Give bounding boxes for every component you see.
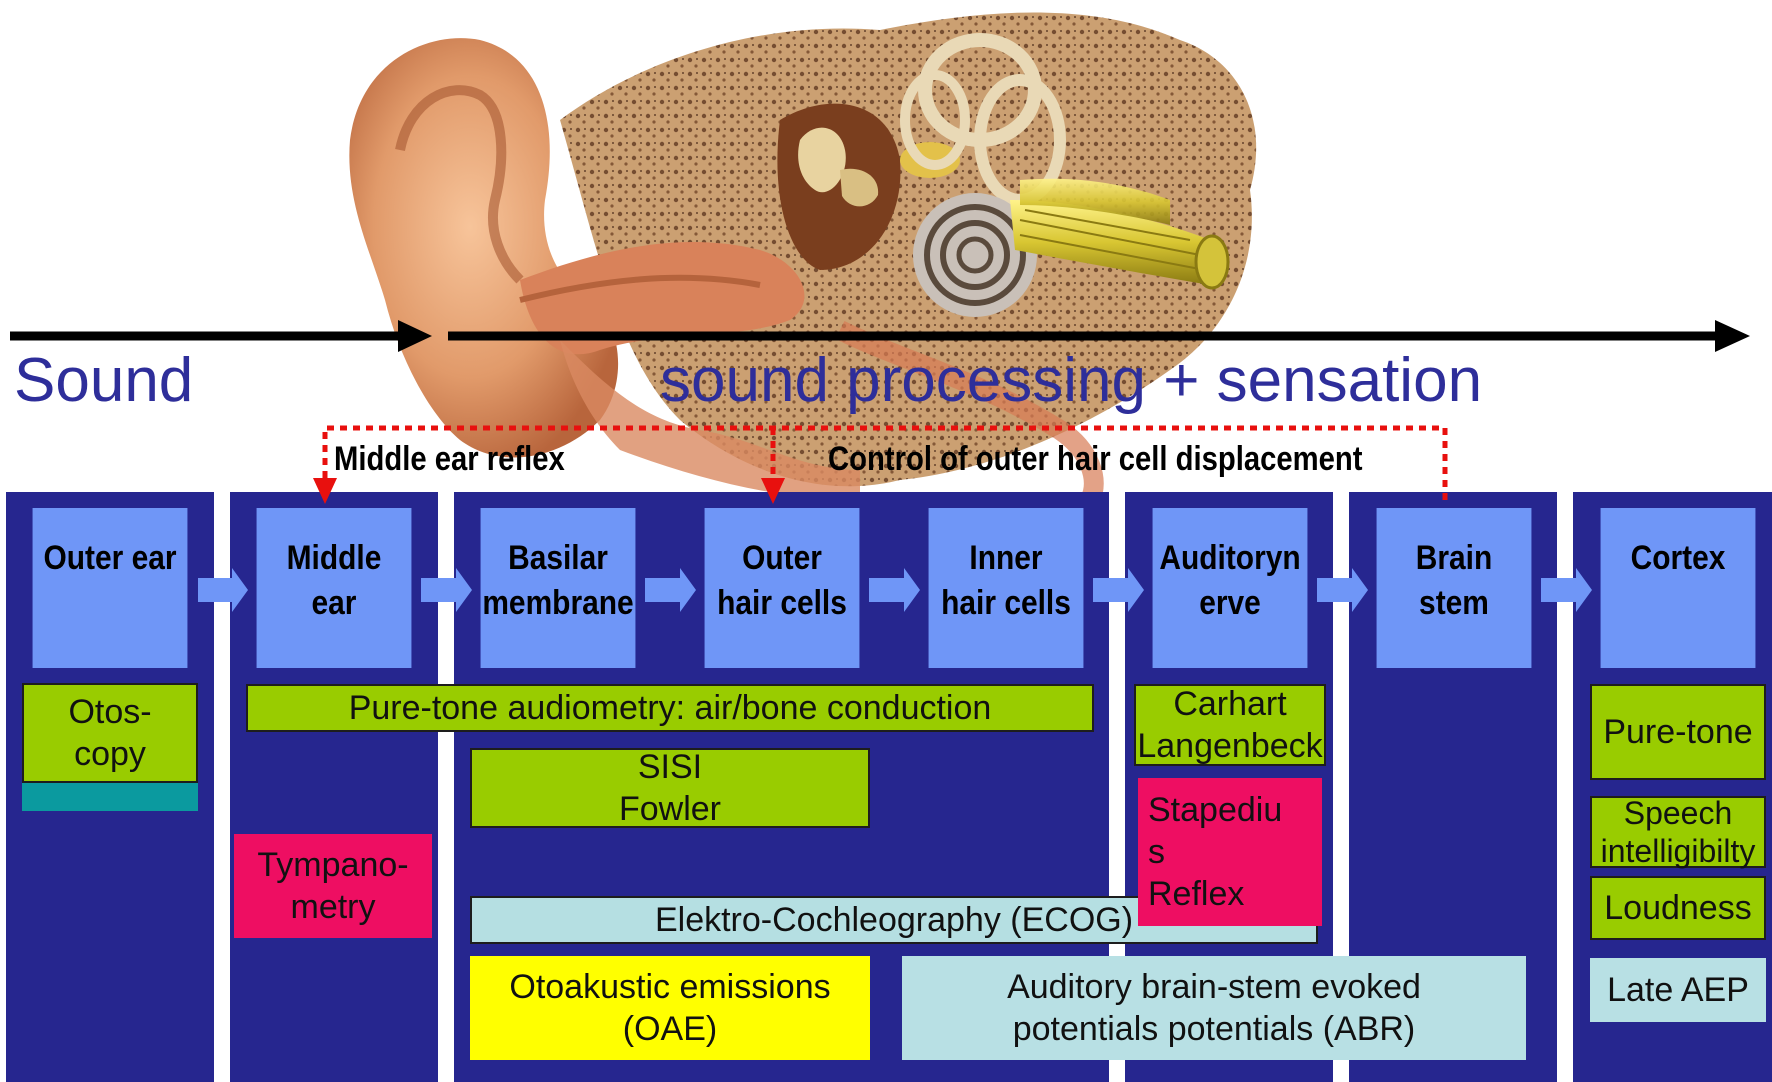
stage-basilar-membrane: Basilar membrane xyxy=(480,508,636,668)
test-carhart-langenbeck: Carhart Langenbeck xyxy=(1134,684,1326,766)
otoscopy-underbar xyxy=(22,783,198,811)
stage-auditory-nerve: Auditoryn erve xyxy=(1152,508,1308,668)
test-speech-intelligibility: Speech intelligibilty xyxy=(1590,795,1766,869)
test-loudness: Loudness xyxy=(1590,876,1766,940)
test-otoscopy: Otos- copy xyxy=(22,683,198,783)
feedback-loops xyxy=(313,425,1448,506)
middle-ear-reflex-arrowhead xyxy=(313,478,337,504)
stage-inner-hair-cells: Inner hair cells xyxy=(928,508,1084,668)
test-abr: Auditory brain-stem evoked potentials po… xyxy=(902,956,1526,1060)
test-oae: Otoakustic emissions (OAE) xyxy=(470,956,870,1060)
timeline-arrows xyxy=(10,320,1750,352)
headline-sound-processing: sound processing + sensation xyxy=(660,346,1483,415)
stage-outer-hair-cells: Outer hair cells xyxy=(704,508,860,668)
test-pure-tone: Pure-tone xyxy=(1590,684,1766,780)
test-stapedius-reflex: Stapediu s Reflex xyxy=(1138,778,1322,926)
ear-anatomy-illustration xyxy=(349,12,1257,505)
stage-cortex: Cortex xyxy=(1600,508,1756,668)
stage-brain-stem: Brain stem xyxy=(1376,508,1532,668)
test-tympanometry: Tympano- metry xyxy=(234,834,432,938)
label-middle-ear-reflex: Middle ear reflex xyxy=(334,440,565,478)
test-pure-tone-audiometry: Pure-tone audiometry: air/bone conductio… xyxy=(246,684,1094,732)
test-sisi-fowler: SISI Fowler xyxy=(470,748,870,828)
label-ohc-control: Control of outer hair cell displacement xyxy=(828,440,1363,478)
stage-middle-ear: Middle ear xyxy=(256,508,412,668)
ohc-control-arrowhead xyxy=(761,478,785,504)
headline-sound: Sound xyxy=(14,346,194,415)
test-late-aep: Late AEP xyxy=(1590,958,1766,1022)
stage-outer-ear: Outer ear xyxy=(32,508,188,668)
